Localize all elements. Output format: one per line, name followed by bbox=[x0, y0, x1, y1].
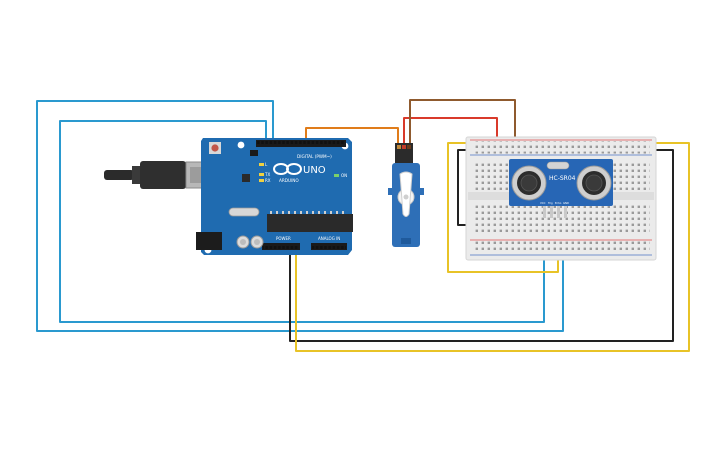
hc-sr04-sensor[interactable]: HC-SR04 VCC Trig Echo GND bbox=[509, 159, 613, 218]
wire-brown-servo[interactable] bbox=[409, 99, 516, 150]
board-model-label: UNO bbox=[303, 165, 326, 176]
board-rx-label: RX bbox=[265, 178, 271, 183]
wire-blue-inner[interactable] bbox=[59, 120, 545, 323]
sensor-label: HC-SR04 bbox=[549, 175, 576, 182]
sensor-pin-trig: Trig bbox=[548, 201, 553, 205]
wire-blue-outer[interactable] bbox=[36, 100, 564, 332]
sensor-pin-vcc: VCC bbox=[540, 201, 546, 205]
wire-orange-signal[interactable] bbox=[305, 127, 399, 145]
board-on-label: ON bbox=[341, 173, 347, 178]
atmega-chip bbox=[267, 214, 353, 232]
arduino-logo-icon bbox=[273, 163, 302, 175]
wire-red-servo[interactable] bbox=[403, 117, 498, 145]
board-analog-label: ANALOG IN bbox=[318, 236, 340, 241]
sensor-pin-gnd: GND bbox=[563, 201, 569, 205]
sensor-pin-echo: Echo bbox=[555, 201, 562, 205]
servo-horn[interactable] bbox=[399, 171, 413, 217]
board-tx-label: TX bbox=[264, 172, 270, 177]
sensor-pins[interactable] bbox=[543, 206, 567, 218]
usb-cable bbox=[104, 161, 211, 189]
board-digital-label: DIGITAL (PWM~) bbox=[297, 154, 332, 159]
arduino-uno-board[interactable]: DIGITAL (PWM~) ARDUINO UNO L TX RX ON PO… bbox=[196, 138, 353, 255]
wire-yellow-power[interactable] bbox=[295, 142, 690, 352]
transducer-left bbox=[511, 165, 547, 201]
board-power-label: POWER bbox=[276, 236, 291, 241]
micro-servo[interactable] bbox=[388, 143, 424, 247]
board-brand-label: ARDUINO bbox=[279, 178, 299, 183]
power-jack[interactable] bbox=[196, 232, 222, 250]
board-l-label: L bbox=[265, 162, 268, 167]
wire-black-ground[interactable] bbox=[289, 149, 674, 342]
transducer-right bbox=[576, 165, 612, 201]
